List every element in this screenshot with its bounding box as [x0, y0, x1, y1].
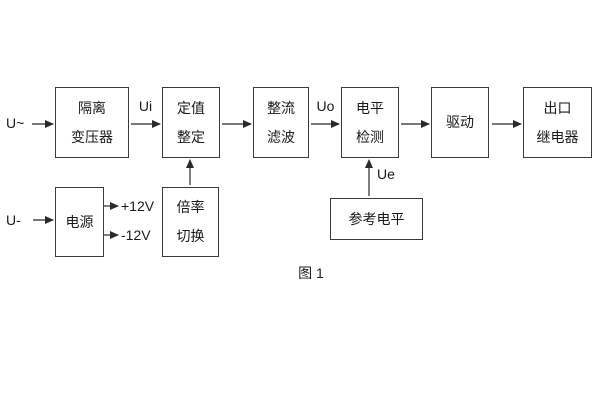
block-ratio-switch: 倍率 切换 [162, 187, 219, 257]
block-setpoint-adjust-line2: 整定 [177, 128, 205, 145]
block-ratio-switch-line2: 切换 [176, 228, 205, 244]
figure-caption: 图 1 [298, 265, 324, 281]
block-rectify-filter-line1: 整流 [267, 99, 295, 116]
block-rectify-filter: 整流 滤波 [253, 87, 309, 158]
signal-label-uo: Uo [316, 98, 335, 114]
block-setpoint-adjust: 定值 整定 [162, 87, 220, 158]
block-isolation-transformer-line2: 变压器 [71, 128, 113, 145]
signal-label-input-dc: U- [6, 212, 21, 228]
signal-label-minus-12v: -12V [121, 227, 151, 243]
block-level-detect-line1: 电平 [356, 99, 384, 116]
signal-label-input-ac: U~ [6, 115, 25, 131]
block-isolation-transformer: 隔离 变压器 [55, 87, 129, 158]
block-level-detect-line2: 检测 [356, 128, 384, 145]
block-output-relay-line1: 出口 [543, 99, 572, 116]
signal-label-plus-12v: +12V [121, 198, 155, 214]
block-ratio-switch-line1: 倍率 [176, 199, 205, 215]
block-power-supply: 电源 [55, 187, 104, 257]
block-reference-level: 参考电平 [330, 198, 423, 240]
signal-label-ue: Ue [377, 166, 395, 182]
block-drive-label: 驱动 [446, 114, 474, 130]
block-isolation-transformer-line1: 隔离 [78, 99, 106, 116]
block-setpoint-adjust-line1: 定值 [177, 99, 205, 116]
block-level-detect: 电平 检测 [341, 87, 399, 158]
block-rectify-filter-line2: 滤波 [267, 128, 295, 145]
block-output-relay: 出口 继电器 [523, 87, 592, 158]
block-power-supply-label: 电源 [65, 213, 94, 230]
block-output-relay-line2: 继电器 [536, 128, 579, 145]
block-drive: 驱动 [431, 87, 489, 158]
block-reference-level-label: 参考电平 [348, 210, 405, 227]
signal-label-ui: Ui [138, 98, 153, 114]
